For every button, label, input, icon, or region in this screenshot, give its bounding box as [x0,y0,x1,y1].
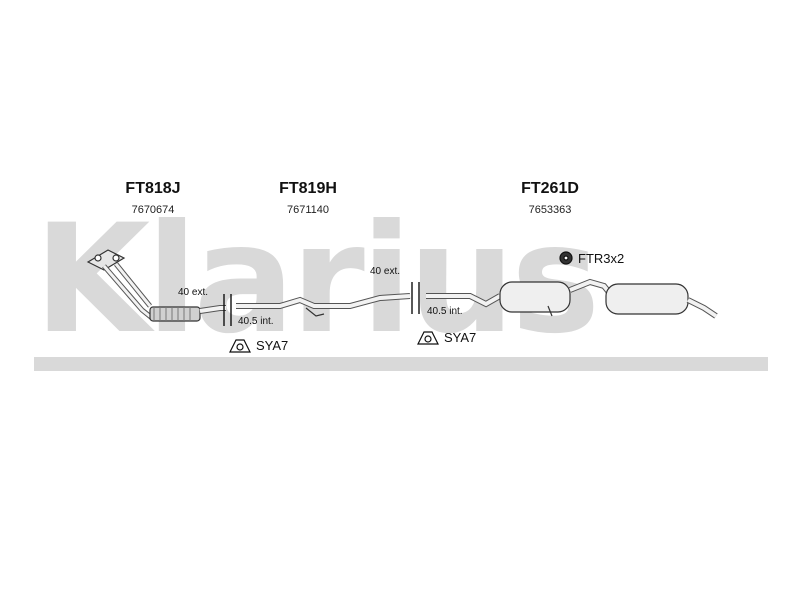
joint-2-ext-label: 40 ext. [370,266,401,277]
joint-1-int-label: 40.5 int. [238,316,274,327]
joint-marker-1 [223,294,232,326]
part-code-middle-pipe: FT819H [279,180,337,197]
accessory-label-clamp-1: SYA7 [256,338,289,353]
part-number-middle-pipe: 7671140 [286,204,329,216]
accessory-label-clamp-2: SYA7 [444,330,477,345]
accessory-label-mount: FTR3x2 [578,251,625,266]
part-code-front-pipe: FT818J [125,180,181,197]
clamp-icon [417,331,439,345]
rubber-mount-icon [559,251,573,265]
watermark-bar [34,357,768,371]
part-number-rear-silencer: 7653363 [528,204,572,216]
part-code-rear-silencer: FT261D [521,180,579,197]
middle-pipe-drawing [236,293,411,317]
joint-2-int-label: 40.5 int. [427,306,463,317]
joint-1-ext-label: 40 ext. [178,287,209,298]
front-pipe-drawing [86,249,226,322]
joint-marker-2 [411,282,420,314]
rear-silencer-drawing [426,278,718,319]
part-number-front-pipe: 7670674 [131,204,175,216]
clamp-icon [229,339,251,353]
